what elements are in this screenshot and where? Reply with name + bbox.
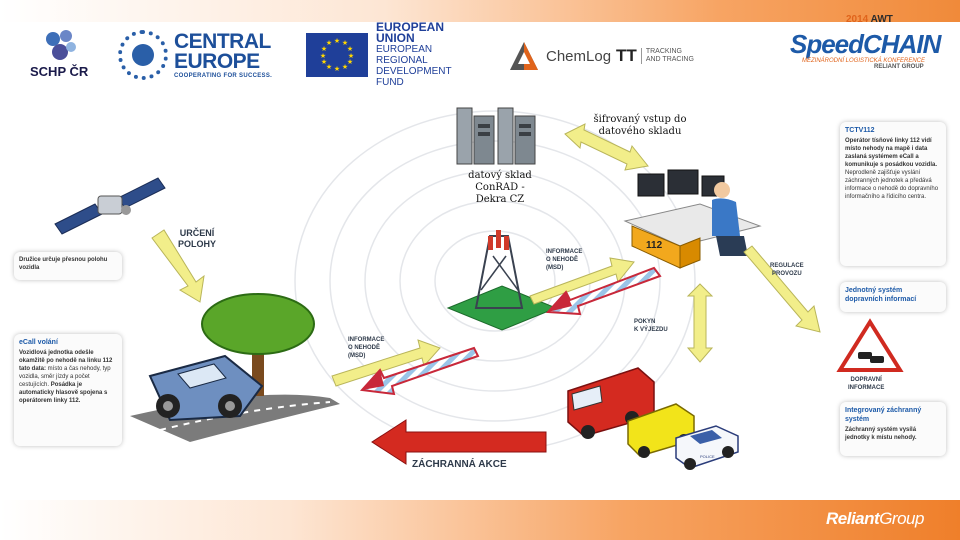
speedchain-speed: Speed [790,29,864,59]
svg-text:★: ★ [321,58,327,66]
reliant-group-logo: ReliantGroup [826,509,924,528]
eu-line2: EUROPEAN REGIONAL [376,44,433,66]
awt-year: 2014 [846,14,869,25]
schp-dots-icon [42,30,82,64]
server-icon [456,107,536,165]
eu-line1: EUROPEAN UNION [376,20,445,45]
ecall-diagram: 112 [54,107,904,470]
tctv-box: TCTV112 Operátor tísňové linky 112 vidí … [840,122,946,266]
eu-line3: DEVELOPMENT FUND [376,66,452,88]
ce-line2: EUROPE [174,49,260,73]
schp-logo: SCHP ČR [30,30,100,80]
svg-text:★: ★ [321,45,327,53]
chemlog-mark-icon [508,40,540,72]
rescue-system-box: Integrovaný záchranný systém Záchranný s… [840,402,946,456]
police-car-icon [675,425,739,470]
svg-text:★: ★ [326,63,332,71]
chemlog-tt: TT [616,46,637,65]
arrow-server-operator [564,123,649,171]
svg-text:★: ★ [320,52,326,60]
cell-tower-icon [446,230,558,331]
warning-sign-icon [836,318,904,372]
chemlog-name: ChemLog [546,47,612,65]
central-europe-circle-icon [118,30,168,80]
ce-tagline: COOPERATING FOR SUCCESS. [174,72,273,79]
awt-logo: 2014 AWT [846,14,893,25]
top-stripe [0,0,960,22]
arrow-operator-rescue [686,283,714,363]
traffic-system-box: Jednotný systém dopravních informací [840,282,946,312]
speedchain-logo: SpeedCHAIN MEZINÁRODNÍ LOGISTICKÁ KONFER… [790,29,941,70]
traffic-system-title: Jednotný systém dopravních informací [845,287,917,303]
speedchain-sub1: MEZINÁRODNÍ LOGISTICKÁ KONFERENCE [802,58,926,64]
desk-112-label: 112 [646,240,663,251]
schp-label: SCHP ČR [30,64,89,79]
rescue-action-label: ZÁCHRANNÁ AKCE [412,459,507,470]
tctv-box-title: TCTV112 [845,127,875,134]
satellite-box-text: Družice určuje přesnou polohu vozidla [19,257,108,271]
arrow-msd-left [331,339,441,387]
operator-icon [623,169,762,269]
svg-text:★: ★ [347,45,353,53]
svg-text:★: ★ [334,37,340,45]
svg-text:★: ★ [342,63,348,71]
chemlog-sub1: TRACKING [645,48,682,55]
awt-brand: AWT [870,14,893,25]
speedchain-sub2: RELIANT GROUP [874,64,924,70]
eu-logo: ★★★ ★★★ ★★★ ★★★ EUROPEAN UNION EUROPEAN … [306,21,476,88]
rescue-system-body: Záchranný systém vysílá jednotky k místu… [845,427,917,441]
rescue-system-title: Integrovaný záchranný systém [845,407,922,423]
arrow-rescue-action [371,419,547,465]
svg-text:★: ★ [347,58,353,66]
arrow-satellite-car [151,229,205,303]
svg-text:★: ★ [326,39,332,47]
police-label: POLICE [700,454,715,459]
ecall-box-title: eCall volání [19,339,58,346]
satellite-box: Družice určuje přesnou polohu vozidla [14,252,122,280]
svg-text:★: ★ [348,52,354,60]
svg-text:★: ★ [342,39,348,47]
crashed-car-icon [148,354,264,422]
chemlog-logo: ChemLog TT TRACKING AND TRACING [508,38,708,74]
server-access-label: šifrovaný vstup do datového skladu [593,114,687,137]
svg-text:★: ★ [334,65,340,73]
arrow-msd-right [529,257,635,305]
chemlog-sub2: AND TRACING [645,56,694,63]
server-name-label: datový sklad ConRAD - Dekra CZ [468,170,532,205]
ce-line1: CENTRAL [174,29,271,53]
ecall-box: eCall volání Vozidlová jednotka odešle o… [14,334,122,446]
satellite-icon [54,177,166,235]
arrow-traffic-regulation [743,245,821,333]
bottom-stripe [0,500,960,540]
central-europe-logo: CENTRAL EUROPE COOPERATING FOR SUCCESS. [118,28,288,82]
eu-flag-icon: ★★★ ★★★ ★★★ ★★★ [306,33,368,77]
speedchain-chain: CHAIN [863,29,941,59]
